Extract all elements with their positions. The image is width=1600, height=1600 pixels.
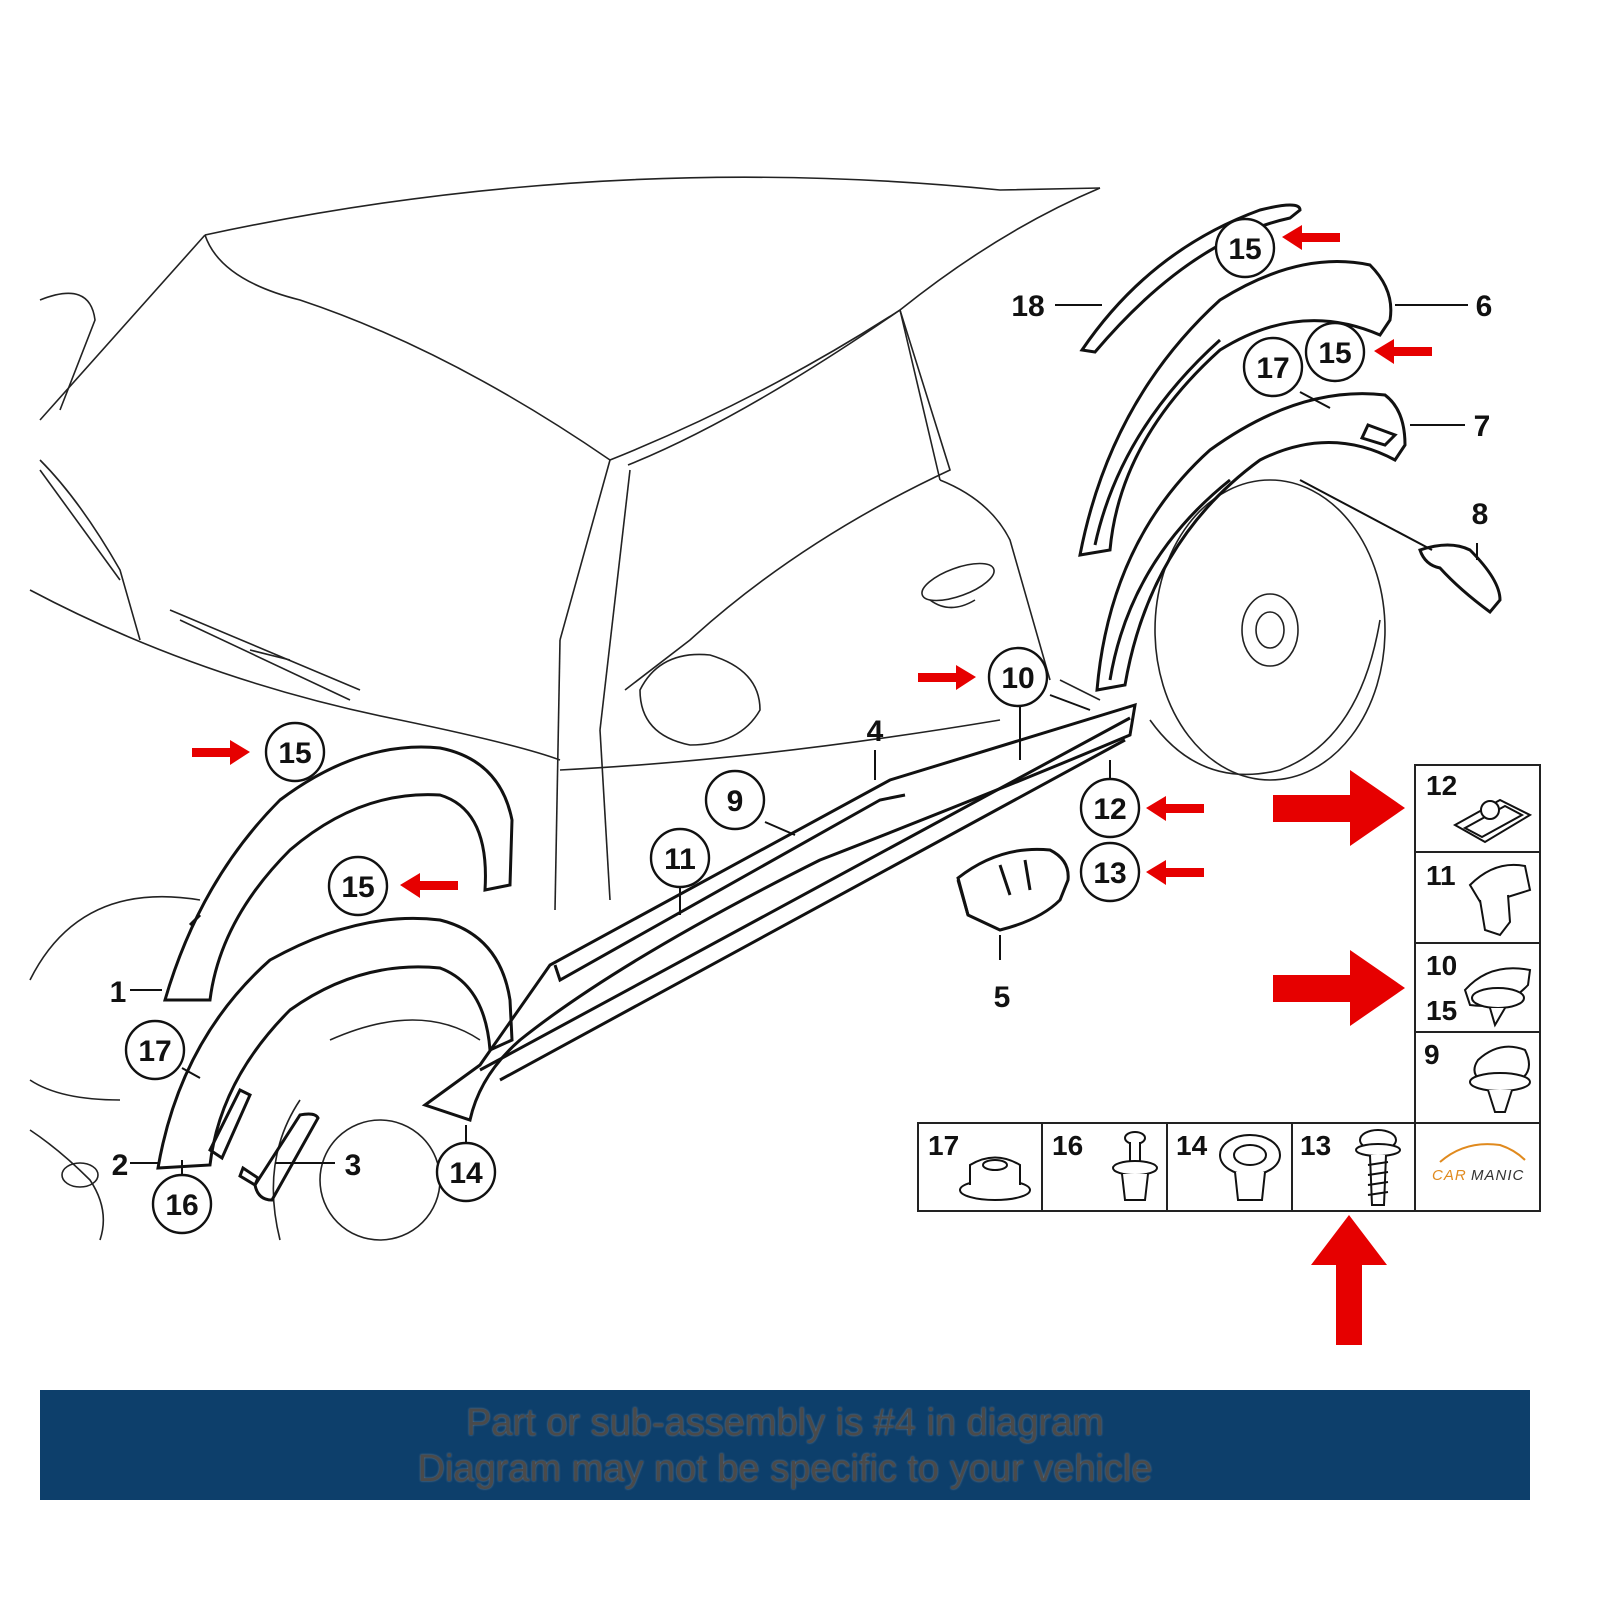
arrow-left-icon [1282,225,1340,250]
car-silhouette-icon [1439,1143,1526,1163]
callout-15: 15 [1228,233,1261,266]
banner-line-1: Part or sub-assembly is #4 in diagram [466,1402,1104,1444]
car-body-outline [29,176,1386,1241]
red-pointer-arrows [192,225,1432,898]
callout-17: 17 [1256,352,1289,385]
part-6-flare [1078,260,1393,557]
arrow-right-icon [192,740,250,765]
arrow-left-icon [1374,339,1432,364]
label-3: 3 [345,1149,362,1182]
arrow-left-icon [1146,860,1204,885]
callout-15: 15 [341,871,374,904]
legend-labels: 12 11 10 15 9 17 16 14 13 [928,770,1457,1161]
legend-9: 9 [1424,1039,1440,1070]
part-18-strip [1079,203,1302,354]
legend-13: 13 [1300,1130,1331,1161]
big-arrow-right-icon [1273,770,1405,846]
callout-circles [124,217,1366,1235]
legend-17: 17 [928,1130,959,1161]
legend-14: 14 [1176,1130,1208,1161]
big-arrow-up-icon [1311,1215,1387,1345]
big-arrow-right-icon [1273,950,1405,1026]
arrow-left-icon [1146,796,1204,821]
legend-16: 16 [1052,1130,1083,1161]
callout-15: 15 [1318,337,1351,370]
part-3-reflector [253,1112,320,1202]
callout-13: 13 [1093,857,1126,890]
label-5: 5 [994,981,1011,1014]
label-7: 7 [1474,410,1491,443]
part-8-bracket [1418,543,1502,615]
label-1: 1 [110,976,127,1009]
legend-15: 15 [1426,995,1457,1026]
plain-labels: 18 6 7 8 4 5 1 2 3 [110,290,1493,1182]
screw-icon [1355,1129,1401,1206]
part-1-flare [162,745,514,1002]
callout-labels: 15 15 17 10 9 11 12 13 15 15 17 16 14 [138,233,1351,1222]
leader-lines [130,304,1478,1180]
callout-16: 16 [165,1189,198,1222]
label-2: 2 [112,1149,129,1182]
red-big-arrows [1273,770,1405,1345]
trim-clip-icon [1463,967,1532,1028]
push-clip-icon [1469,1045,1531,1113]
expansion-rivet-icon [1112,1131,1158,1201]
label-18: 18 [1011,290,1044,323]
part-4-sill [421,702,1137,1122]
callout-11: 11 [664,843,696,876]
legend-fasteners [959,798,1533,1206]
callout-12: 12 [1093,793,1126,826]
callout-9: 9 [727,785,744,818]
label-6: 6 [1476,290,1493,323]
callout-15: 15 [278,737,311,770]
carmanic-logo: CAR MANIC [1432,1143,1526,1184]
callout-17: 17 [138,1035,171,1068]
legend-11: 11 [1426,860,1456,891]
label-8: 8 [1472,498,1489,531]
grommet-icon [959,1156,1031,1201]
part-2-flare [156,916,514,1170]
callout-14: 14 [449,1157,483,1190]
brand-car: CAR [1432,1167,1467,1184]
part-7-flare [1095,392,1407,692]
parts-drawings [156,203,1502,1202]
brand-manic: MANIC [1471,1167,1524,1184]
banner-line-2: Diagram may not be specific to your vehi… [417,1448,1153,1490]
legend-12: 12 [1426,770,1457,801]
arrow-right-icon [918,665,976,690]
plastic-rivet-icon [1468,863,1532,937]
info-banner: Part or sub-assembly is #4 in diagram Di… [40,1390,1530,1500]
callout-10: 10 [1001,662,1034,695]
fastener-legend [917,764,1541,1212]
legend-10: 10 [1426,950,1457,981]
clip-nut-icon [1452,798,1533,844]
arrow-left-icon [400,873,458,898]
part-5-pad [956,847,1070,932]
plastic-nut-icon [1219,1134,1281,1201]
label-4: 4 [867,715,884,748]
